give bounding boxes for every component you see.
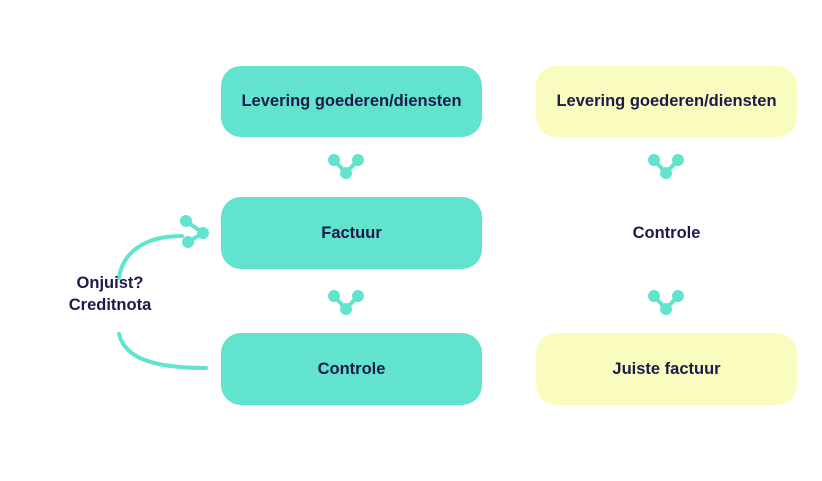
molecule-connector-icon — [180, 215, 209, 248]
right-step-check: Controle — [536, 197, 797, 269]
right-step-delivery-label: Levering goederen/diensten — [556, 92, 777, 110]
loop-label-line-2: Creditnota — [68, 296, 152, 314]
molecule-connector-icon — [648, 290, 684, 315]
loop-label-line-1: Onjuist? — [76, 274, 144, 292]
left-step-check-label: Controle — [317, 359, 386, 378]
right-step-delivery: Levering goederen/diensten — [536, 66, 797, 137]
loop-label: Onjuist? Creditnota — [50, 272, 170, 316]
left-step-check: Controle — [221, 333, 482, 405]
left-step-invoice-label: Factuur — [321, 223, 382, 242]
right-step-correct-invoice-label: Juiste factuur — [612, 359, 721, 378]
molecule-connector-icon — [328, 290, 364, 315]
left-step-invoice: Factuur — [221, 197, 482, 269]
left-step-delivery: Levering goederen/diensten — [221, 66, 482, 137]
left-step-delivery-label: Levering goederen/diensten — [241, 92, 462, 110]
molecule-connector-icon — [648, 154, 684, 179]
loop-back-arc — [117, 234, 208, 370]
molecule-connector-icon — [328, 154, 364, 179]
right-step-check-label: Controle — [632, 223, 701, 242]
right-step-correct-invoice: Juiste factuur — [536, 333, 797, 405]
